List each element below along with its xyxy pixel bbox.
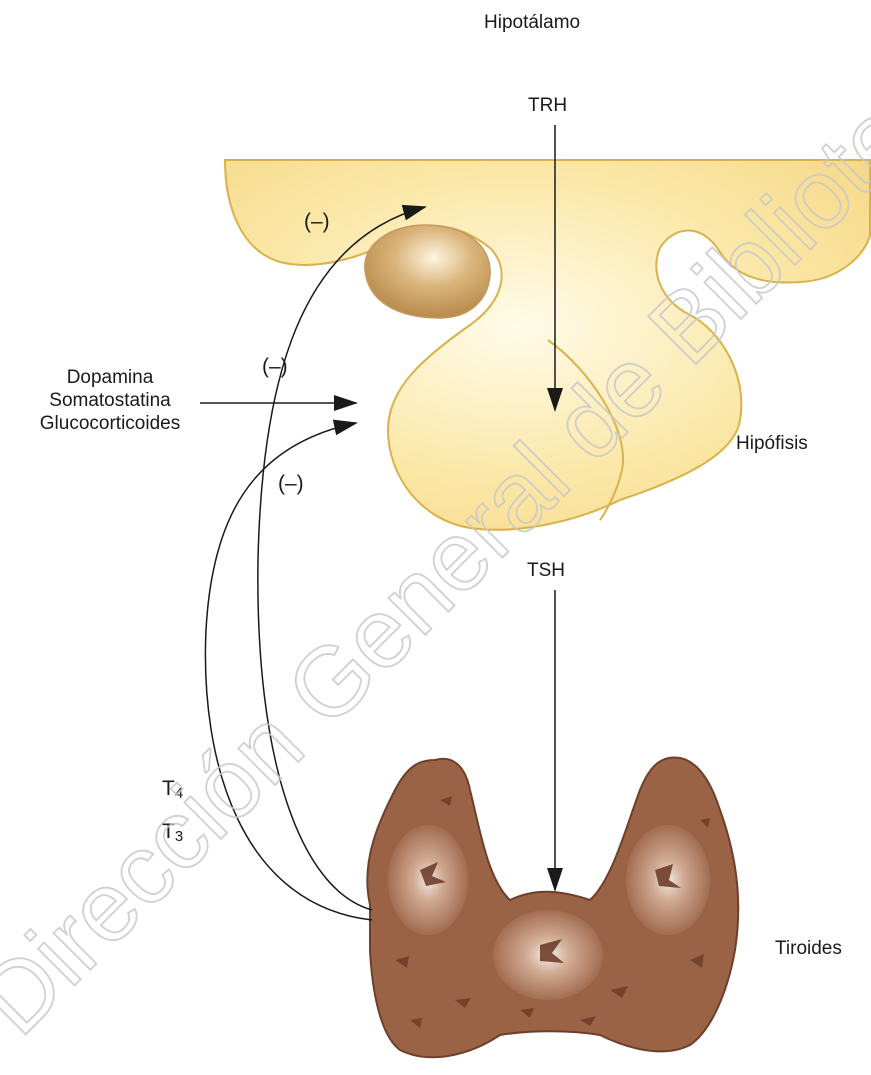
t3-subscript: 3	[175, 828, 183, 845]
negative-feedback-label-2: (–)	[262, 355, 288, 379]
t4-letter: T	[162, 777, 175, 800]
hypothalamus-label: Hipotálamo	[484, 12, 580, 34]
t3-label: T3	[162, 820, 183, 845]
inhibitor-somatostatin: Somatostatina	[5, 389, 215, 412]
inhibitors-list: Dopamina Somatostatina Glucocorticoides	[5, 366, 215, 435]
inhibitor-dopamine: Dopamina	[5, 366, 215, 389]
t4-subscript: 4	[175, 785, 183, 802]
trh-label: TRH	[528, 95, 567, 117]
negative-feedback-label-3: (–)	[278, 472, 304, 496]
inhibitor-glucocorticoids: Glucocorticoides	[5, 412, 215, 435]
pituitary-label: Hipófisis	[736, 433, 808, 455]
feedback-to-pituitary	[205, 423, 372, 920]
thyroid-gland	[367, 757, 738, 1057]
tsh-label: TSH	[527, 560, 565, 582]
negative-feedback-label-1: (–)	[304, 210, 330, 234]
thyroid-label: Tiroides	[775, 938, 842, 960]
median-eminence	[365, 225, 490, 318]
t4-label: T4	[162, 777, 183, 802]
t3-letter: T	[162, 820, 175, 843]
